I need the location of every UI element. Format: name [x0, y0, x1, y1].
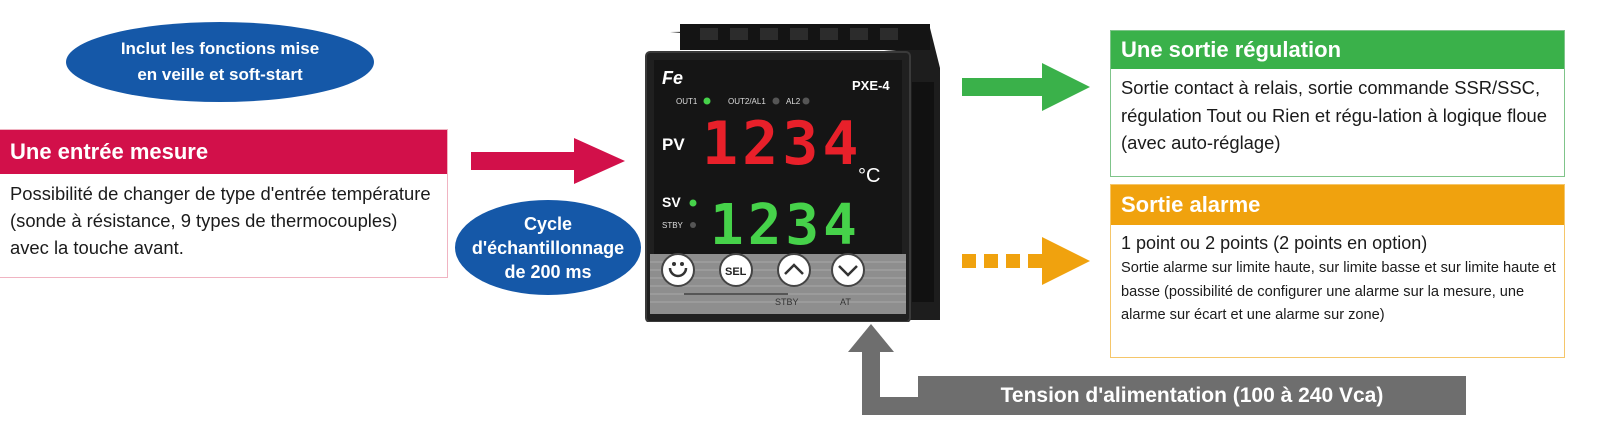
control-output-title: Une sortie régulation	[1111, 31, 1564, 69]
measurement-input-title: Une entrée mesure	[0, 130, 447, 174]
measurement-input-box: Une entrée mesure Possibilité de changer…	[0, 129, 448, 278]
down-key-button[interactable]	[831, 253, 865, 287]
svg-text:SEL: SEL	[725, 266, 747, 278]
chevron-down-icon	[838, 265, 858, 277]
control-arrow-icon	[962, 63, 1090, 111]
stby-led-icon	[690, 222, 696, 228]
alarm-output-description: Sortie alarme sur limite haute, sur limi…	[1121, 260, 1556, 323]
alarm-arrow-icon	[962, 237, 1090, 285]
pv-label: PV	[662, 135, 685, 154]
out1-led-icon	[703, 97, 711, 105]
mode-key-button[interactable]	[661, 253, 695, 287]
at-key-label: AT	[840, 297, 851, 307]
sampling-cycle-badge: Cycle d'échantillonnage de 200 ms	[455, 200, 641, 295]
chevron-up-icon	[784, 263, 804, 275]
power-supply-label: Tension d'alimentation (100 à 240 Vca)	[918, 376, 1466, 415]
al2-led-icon	[802, 97, 810, 105]
alarm-output-points: 1 point ou 2 points (2 points en option)	[1121, 233, 1428, 253]
control-output-description: Sortie contact à relais, sortie commande…	[1121, 77, 1548, 153]
alarm-output-box: Sortie alarme 1 point ou 2 points (2 poi…	[1110, 184, 1565, 358]
control-output-box: Une sortie régulation Sortie contact à r…	[1110, 30, 1565, 177]
unit-celsius-label: °C	[858, 165, 880, 187]
standby-softstart-badge: Inclut les fonctions mise en veille et s…	[66, 22, 374, 102]
al2-label: AL2	[786, 97, 801, 106]
power-arrow-icon	[848, 324, 922, 415]
sv-label: SV	[662, 194, 681, 210]
sel-key-button[interactable]: SEL	[719, 253, 753, 287]
sv-led-icon	[689, 199, 697, 207]
stby-key-label: STBY	[775, 297, 799, 307]
stby-label: STBY	[662, 221, 684, 230]
sv-display: 1234	[710, 193, 861, 258]
model-label: PXE-4	[852, 78, 890, 93]
input-arrow-icon	[471, 138, 625, 184]
out2-label: OUT2/AL1	[728, 97, 766, 106]
out1-label: OUT1	[676, 97, 698, 106]
temperature-controller-device: Fe PXE-4 OUT1 OUT2/AL1 AL2 PV 1234 °C SV…	[645, 24, 940, 322]
up-key-button[interactable]	[777, 253, 811, 287]
out2-led-icon	[772, 97, 780, 105]
pv-display: 1234	[702, 109, 863, 179]
brand-logo-icon: Fe	[662, 68, 683, 88]
alarm-output-title: Sortie alarme	[1111, 185, 1564, 225]
measurement-input-description: Possibilité de changer de type d'entrée …	[10, 183, 431, 258]
